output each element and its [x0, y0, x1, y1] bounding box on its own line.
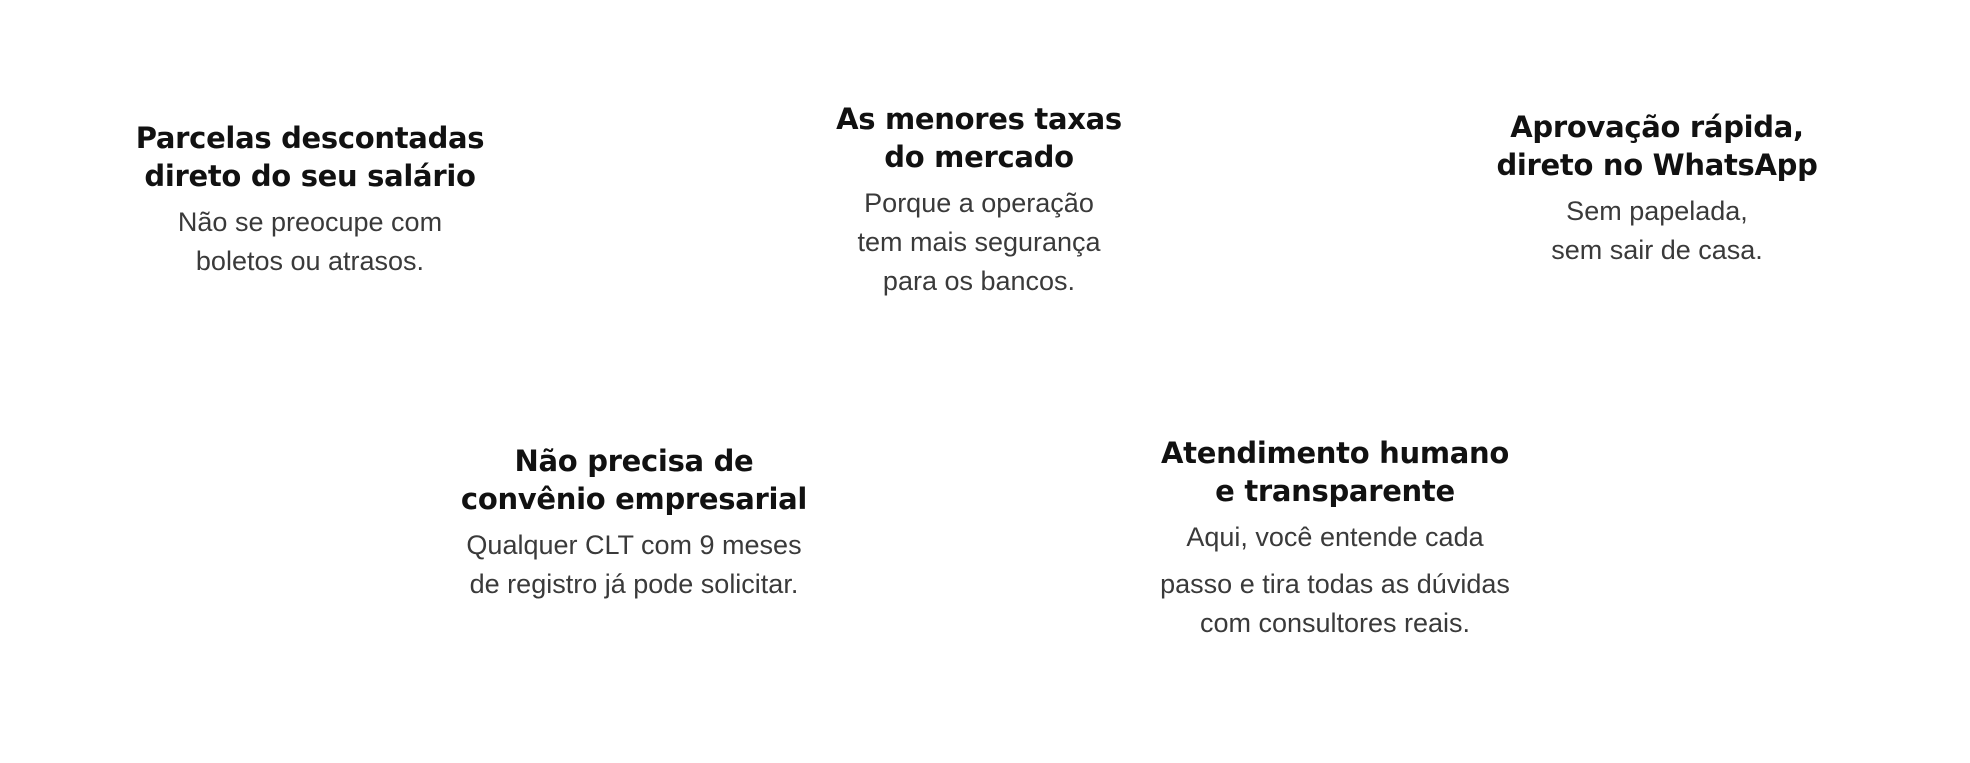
- feature-title-line: convênio empresarial: [460, 482, 808, 516]
- feature-description-line: boletos ou atrasos.: [195, 246, 425, 276]
- feature-title-line: e transparente: [1215, 474, 1455, 508]
- feature-title-line: do mercado: [884, 140, 1074, 174]
- feature-title-line: direto do seu salário: [144, 159, 476, 193]
- feature-title: As menores taxas do mercado: [836, 100, 1122, 176]
- feature-payroll-deduction: Parcelas descontadas direto do seu salár…: [136, 119, 485, 281]
- feature-title: Parcelas descontadas direto do seu salár…: [136, 119, 485, 195]
- feature-description-line: tem mais segurança: [857, 227, 1101, 257]
- feature-title-line: As menores taxas: [836, 102, 1122, 136]
- feature-description-line: para os bancos.: [882, 266, 1076, 296]
- feature-human-support: Atendimento humano e transparente Aqui, …: [1160, 434, 1510, 643]
- feature-description-line: sem sair de casa.: [1551, 235, 1763, 265]
- feature-description: Qualquer CLT com 9 meses de registro já …: [461, 526, 807, 604]
- feature-title-line: Atendimento humano: [1161, 436, 1509, 470]
- feature-title-line: Parcelas descontadas: [135, 121, 485, 155]
- feature-description-line: Qualquer CLT com 9 meses: [466, 530, 802, 560]
- feature-title: Aprovação rápida, direto no WhatsApp: [1496, 108, 1817, 184]
- feature-fast-approval: Aprovação rápida, direto no WhatsApp Sem…: [1496, 108, 1817, 270]
- feature-description: Não se preocupe com boletos ou atrasos.: [136, 203, 485, 281]
- feature-title-line: direto no WhatsApp: [1496, 148, 1818, 182]
- feature-description: Porque a operação tem mais segurança par…: [836, 184, 1122, 301]
- feature-title: Não precisa de convênio empresarial: [461, 442, 807, 518]
- feature-description-line: Porque a operação: [864, 188, 1094, 218]
- feature-title-line: Não precisa de: [514, 444, 754, 478]
- feature-description-line: Não se preocupe com: [177, 207, 443, 237]
- feature-description: Aqui, você entende cada passo e tira tod…: [1160, 518, 1510, 643]
- feature-description-line: com consultores reais.: [1199, 608, 1471, 638]
- feature-no-agreement-needed: Não precisa de convênio empresarial Qual…: [461, 442, 807, 604]
- feature-description-line: de registro já pode solicitar.: [469, 569, 799, 599]
- feature-title: Atendimento humano e transparente: [1160, 434, 1510, 510]
- feature-description-line: Aqui, você entende cada: [1186, 522, 1484, 552]
- feature-lowest-rates: As menores taxas do mercado Porque a ope…: [836, 100, 1122, 301]
- feature-description: Sem papelada, sem sair de casa.: [1496, 192, 1817, 270]
- feature-description-line: passo e tira todas as dúvidas: [1160, 569, 1510, 599]
- feature-title-line: Aprovação rápida,: [1510, 110, 1804, 144]
- feature-description-line: Sem papelada,: [1566, 196, 1748, 226]
